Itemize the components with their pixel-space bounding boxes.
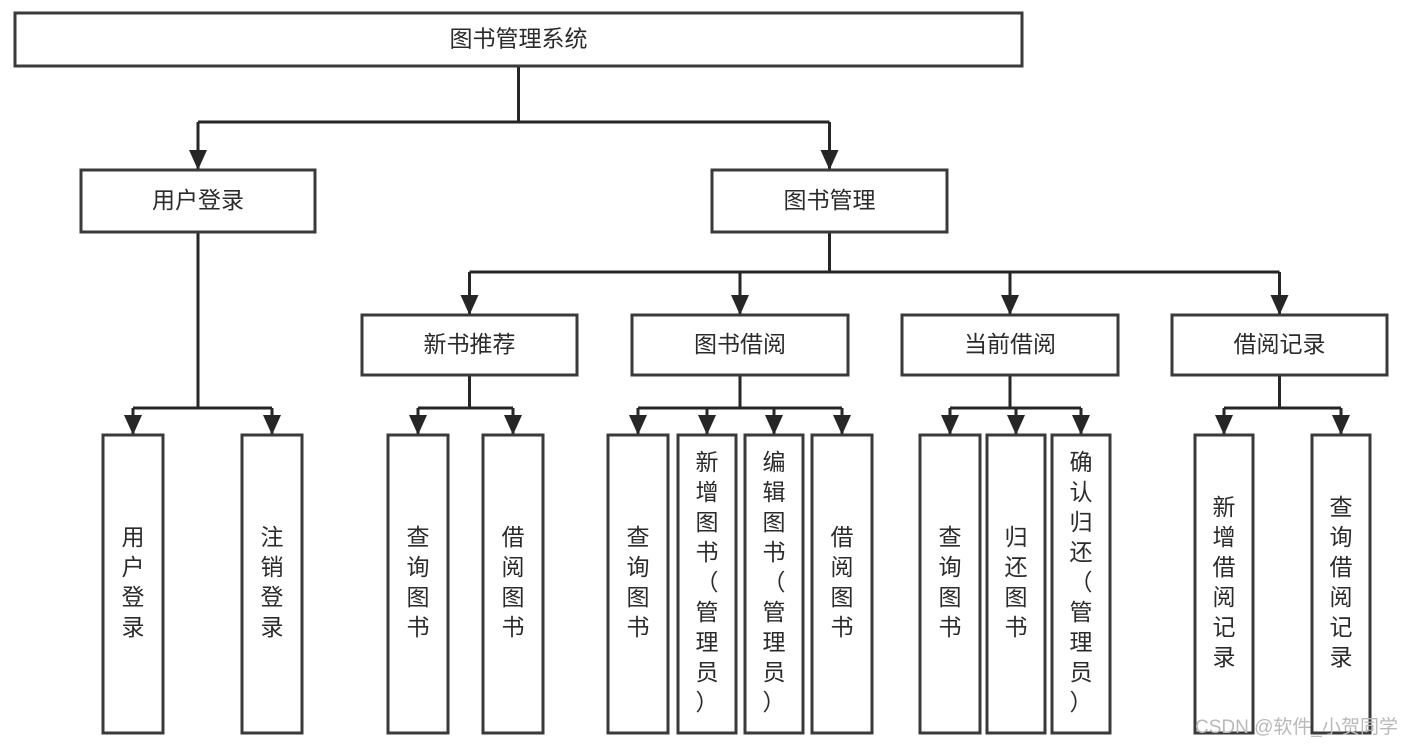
leaf-node-3-label: 借阅图书	[502, 524, 525, 640]
level2-node-0-label: 用户登录	[152, 187, 244, 213]
leaf-node-7-box[interactable]	[810, 433, 874, 735]
leaf-node-12-box[interactable]	[1310, 433, 1372, 735]
leaf-node-0-label: 用户登录	[122, 524, 145, 640]
book-mgmt-branch-arrow-3	[1270, 295, 1289, 315]
leaf-node-7[interactable]: 借阅图书	[810, 433, 874, 735]
leaf-branch-2-arrow-3	[833, 415, 851, 435]
leaf-branch-4-arrow-1	[1332, 415, 1350, 435]
leaf-node-2-box[interactable]	[386, 433, 450, 735]
leaf-branch-2-arrow-0	[629, 415, 647, 435]
leaf-node-1[interactable]: 注销登录	[240, 433, 304, 735]
node-boxes-group: 图书管理系统用户登录图书管理新书推荐图书借阅当前借阅借阅记录用户登录注销登录查询…	[13, 11, 1389, 735]
leaf-branch-2-arrow-2	[765, 415, 783, 435]
level2-node-1[interactable]: 图书管理	[710, 168, 949, 234]
leaf-node-10-label: 确认归还（管理员）	[1070, 449, 1093, 715]
leaf-branch-1-arrow-1	[504, 415, 522, 435]
root-branch-arrow-1	[820, 150, 839, 170]
level3-node-0-label: 新书推荐	[424, 331, 516, 357]
leaf-node-4-box[interactable]	[606, 433, 670, 735]
leaf-node-4-label: 查询图书	[627, 524, 650, 640]
level3-node-1-box[interactable]	[630, 313, 850, 377]
leaf-node-12-label: 查询借阅记录	[1330, 494, 1353, 670]
leaf-node-2[interactable]: 查询图书	[386, 433, 450, 735]
leaf-branch-4-arrow-0	[1215, 415, 1233, 435]
leaf-branch-0-arrow-1	[263, 415, 281, 435]
leaf-branch-3-arrow-2	[1072, 415, 1090, 435]
leaf-node-5[interactable]: 新增图书（管理员）	[676, 433, 738, 735]
leaf-node-11[interactable]: 新增借阅记录	[1193, 433, 1255, 735]
book-mgmt-branch-arrow-0	[460, 295, 479, 315]
level3-node-2[interactable]: 当前借阅	[900, 313, 1120, 377]
leaf-node-1-box[interactable]	[240, 433, 304, 735]
level3-node-3-label: 借阅记录	[1234, 331, 1326, 357]
book-mgmt-branch-arrow-1	[731, 295, 749, 315]
leaf-node-10[interactable]: 确认归还（管理员）	[1050, 433, 1112, 735]
level3-node-2-label: 当前借阅	[964, 331, 1056, 357]
leaf-node-8[interactable]: 查询图书	[918, 433, 982, 735]
leaf-branch-3-arrow-1	[1007, 415, 1025, 435]
connector-lines-group	[124, 66, 1350, 435]
leaf-node-9-box[interactable]	[985, 433, 1047, 735]
leaf-node-10-box[interactable]	[1050, 433, 1112, 735]
leaf-node-4[interactable]: 查询图书	[606, 433, 670, 735]
leaf-node-12[interactable]: 查询借阅记录	[1310, 433, 1372, 735]
leaf-node-8-box[interactable]	[918, 433, 982, 735]
leaf-node-6-box[interactable]	[743, 433, 805, 735]
leaf-node-3-box[interactable]	[481, 433, 545, 735]
leaf-node-2-label: 查询图书	[407, 524, 430, 640]
leaf-node-8-label: 查询图书	[939, 524, 962, 640]
leaf-node-6[interactable]: 编辑图书（管理员）	[743, 433, 805, 735]
level3-node-0[interactable]: 新书推荐	[360, 313, 579, 377]
root-node-box[interactable]	[13, 11, 1024, 68]
root-node-label: 图书管理系统	[450, 26, 588, 52]
root-node[interactable]: 图书管理系统	[13, 11, 1024, 68]
leaf-node-6-label: 编辑图书（管理员）	[763, 449, 786, 715]
leaf-branch-2-arrow-1	[698, 415, 716, 435]
leaf-node-9[interactable]: 归还图书	[985, 433, 1047, 735]
level3-node-3[interactable]: 借阅记录	[1170, 313, 1389, 377]
leaf-node-5-label: 新增图书（管理员）	[696, 449, 719, 715]
level3-node-2-box[interactable]	[900, 313, 1120, 377]
leaf-branch-3-arrow-0	[941, 415, 959, 435]
level3-node-3-box[interactable]	[1170, 313, 1389, 377]
level3-node-0-box[interactable]	[360, 313, 579, 377]
leaf-branch-0-arrow-0	[124, 415, 142, 435]
level2-node-0-box[interactable]	[79, 168, 317, 234]
csdn-watermark: CSDN @软件_小贺同学	[1195, 716, 1398, 738]
level2-node-1-box[interactable]	[710, 168, 949, 234]
leaf-branch-1-arrow-0	[409, 415, 427, 435]
leaf-node-1-label: 注销登录	[261, 524, 284, 640]
leaf-node-11-box[interactable]	[1193, 433, 1255, 735]
level2-node-1-label: 图书管理	[784, 187, 876, 213]
level3-node-1-label: 图书借阅	[694, 331, 786, 357]
leaf-node-7-label: 借阅图书	[831, 524, 854, 640]
level2-node-0[interactable]: 用户登录	[79, 168, 317, 234]
leaf-node-0[interactable]: 用户登录	[101, 433, 165, 735]
leaf-node-5-box[interactable]	[676, 433, 738, 735]
leaf-node-9-label: 归还图书	[1005, 524, 1028, 640]
leaf-node-0-box[interactable]	[101, 433, 165, 735]
leaf-node-11-label: 新增借阅记录	[1213, 494, 1236, 670]
book-mgmt-branch-arrow-2	[1001, 295, 1019, 315]
root-branch-arrow-0	[189, 150, 207, 170]
leaf-node-3[interactable]: 借阅图书	[481, 433, 545, 735]
level3-node-1[interactable]: 图书借阅	[630, 313, 850, 377]
